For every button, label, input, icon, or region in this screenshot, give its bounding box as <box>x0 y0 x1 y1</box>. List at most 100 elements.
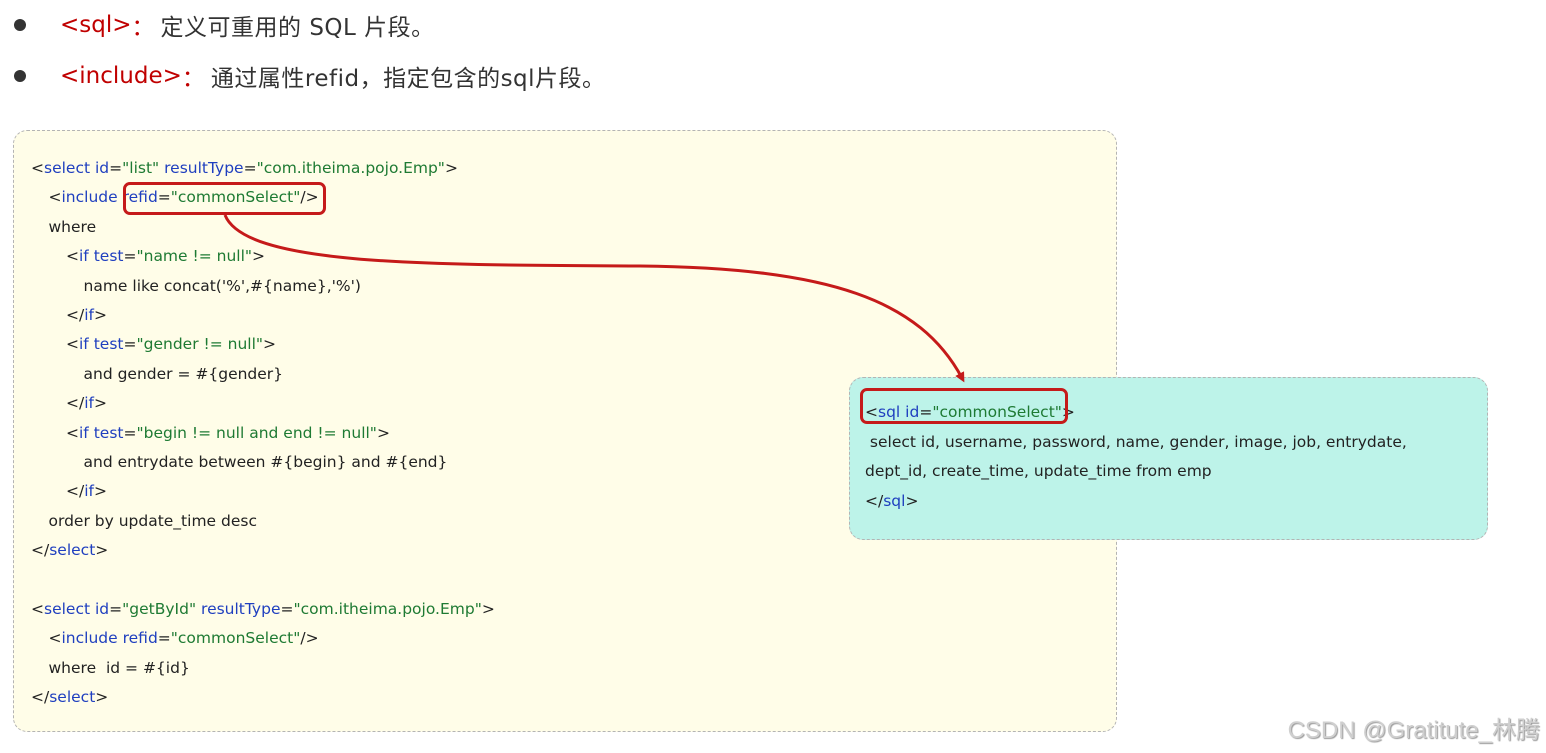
code-string: "commonSelect" <box>170 629 301 648</box>
code-text: = <box>243 159 257 177</box>
code-text: > <box>444 159 458 177</box>
sql-code-line: </sql> <box>865 490 918 512</box>
bullet-tag: <include> <box>60 63 182 89</box>
code-keyword: sql <box>878 403 901 421</box>
code-text: and gender = #{gender} <box>83 364 284 383</box>
mapper-code-line: where <box>49 216 97 238</box>
code-text: = <box>280 600 294 618</box>
mapper-code-line: where id = #{id} <box>49 657 190 679</box>
code-text: > <box>93 482 107 501</box>
code-text: name like concat('%',#{name},'%') <box>83 276 361 295</box>
code-text: < <box>48 188 62 207</box>
mapper-code-line: order by update_time desc <box>49 510 257 532</box>
bullet-sql: <sql> ： 定义可重用的 SQL 片段。 <box>14 8 435 42</box>
code-text: < <box>31 600 44 618</box>
code-text: < <box>66 423 79 442</box>
code-text: select id, username, password, name, gen… <box>865 432 1407 451</box>
code-text: = <box>109 159 123 177</box>
code-keyword: id <box>905 403 920 421</box>
include-refid-highlight <box>123 182 326 215</box>
code-text: where <box>48 217 97 236</box>
code-string: "com.itheima.pojo.Emp" <box>256 159 445 177</box>
mapper-code-line: <include refid="commonSelect"/> <box>49 627 319 649</box>
code-keyword: select <box>49 688 96 707</box>
code-text: </ <box>66 306 85 324</box>
code-text: </ <box>31 541 50 560</box>
code-keyword: select <box>44 600 91 618</box>
code-string: "com.itheima.pojo.Emp" <box>293 600 482 618</box>
code-text: and entrydate between #{begin} and #{end… <box>83 453 448 471</box>
mapper-code-line: <select id="getById" resultType="com.ith… <box>31 598 495 620</box>
code-text: </ <box>31 688 50 707</box>
mapper-code-line: </select> <box>31 686 108 708</box>
mapper-code-line: and gender = #{gender} <box>84 363 284 385</box>
code-keyword: select <box>49 541 96 560</box>
code-keyword: id <box>95 600 110 618</box>
code-text: < <box>48 629 62 648</box>
sql-id-highlight <box>860 388 1068 424</box>
code-text: = <box>157 188 171 207</box>
code-string: "commonSelect" <box>170 188 301 207</box>
code-keyword: resultType <box>164 159 244 177</box>
code-text: = <box>157 629 171 648</box>
mapper-code-line: and entrydate between #{begin} and #{end… <box>84 451 448 473</box>
code-text: </ <box>66 482 85 501</box>
code-text: > <box>376 423 390 442</box>
code-string: "list" <box>122 159 160 177</box>
code-text: = <box>123 247 137 266</box>
code-text: </ <box>66 394 85 413</box>
code-text: > <box>252 247 266 266</box>
mapper-code-line: name like concat('%',#{name},'%') <box>84 275 361 297</box>
mapper-code-line: <if test="gender != null"> <box>66 333 276 355</box>
code-keyword: test <box>93 423 124 442</box>
code-text: > <box>95 541 109 560</box>
sql-fragment-block <box>849 377 1488 540</box>
mapper-code-line: </if> <box>66 480 107 502</box>
code-keyword: if <box>84 394 94 413</box>
sql-code-line: dept_id, create_time, update_time from e… <box>865 460 1212 482</box>
code-text: = <box>109 600 123 618</box>
code-keyword: if <box>79 247 89 266</box>
code-string: "commonSelect" <box>932 403 1062 421</box>
code-keyword: if <box>84 306 94 324</box>
code-keyword: resultType <box>201 600 281 618</box>
code-text: > <box>93 306 107 324</box>
code-text: < <box>31 159 44 177</box>
code-text: < <box>865 403 878 421</box>
mapper-code-line: <if test="begin != null and end != null"… <box>66 422 390 444</box>
code-text: > <box>93 394 107 413</box>
bullet-description: 通过属性refid，指定包含的sql片段。 <box>210 66 606 92</box>
mapper-code-line: <select id="list" resultType="com.itheim… <box>31 157 458 179</box>
code-text: > <box>481 600 495 618</box>
code-text: > <box>905 491 919 510</box>
mapper-code-line: </if> <box>66 304 107 326</box>
code-text: = <box>919 403 933 421</box>
code-text: > <box>95 688 109 707</box>
bullet-include: <include> ： 通过属性refid，指定包含的sql片段。 <box>14 59 606 93</box>
mapper-code-line: </if> <box>66 392 107 414</box>
code-text: > <box>263 335 277 354</box>
bullet-dot-icon <box>14 70 26 82</box>
code-text: /> <box>300 629 319 648</box>
bullet-tag: <sql> <box>60 12 132 38</box>
code-keyword: if <box>84 482 94 501</box>
code-text: </ <box>865 491 884 510</box>
code-string: "begin != null and end != null" <box>136 423 377 442</box>
code-string: "gender != null" <box>136 335 264 354</box>
code-string: "name != null" <box>136 247 253 266</box>
code-keyword: if <box>79 335 89 354</box>
sql-code-line: select id, username, password, name, gen… <box>865 431 1407 453</box>
code-keyword: refid <box>122 629 158 648</box>
code-text: dept_id, create_time, update_time from e… <box>865 462 1212 480</box>
code-text: /> <box>300 188 319 207</box>
watermark: CSDN @Gratitute_林腾 <box>1287 717 1540 744</box>
code-keyword: include <box>61 629 118 648</box>
code-text: = <box>123 423 137 442</box>
code-keyword: id <box>95 159 110 177</box>
code-keyword: refid <box>122 188 158 207</box>
code-keyword: test <box>93 335 124 354</box>
code-keyword: sql <box>883 491 906 510</box>
mapper-code-line: </select> <box>31 539 108 561</box>
code-keyword: include <box>61 188 118 207</box>
code-text: < <box>66 335 79 354</box>
